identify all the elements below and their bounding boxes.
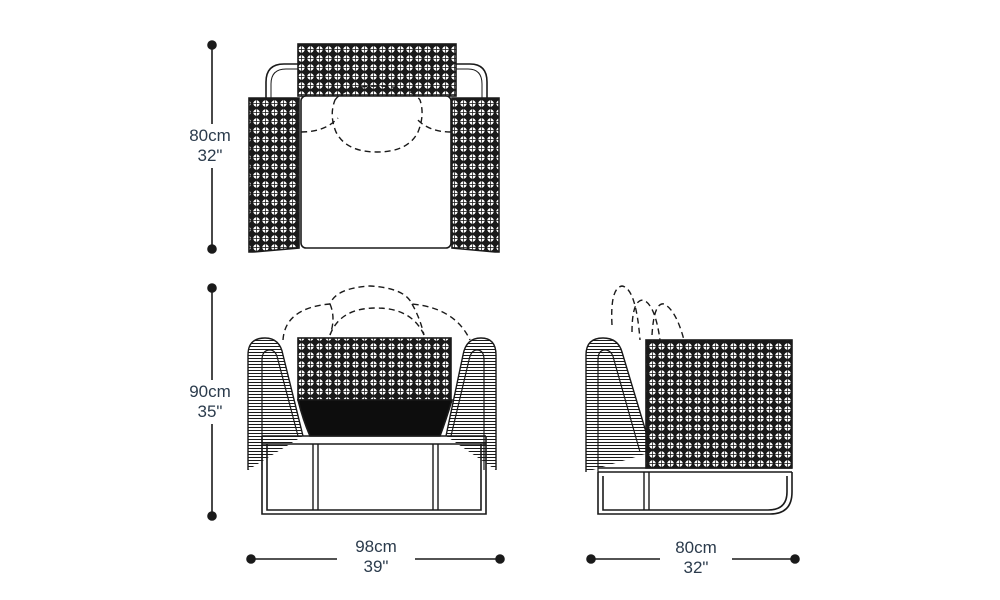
dim-side-depth-imperial: 32" [683,558,709,577]
front-pillow-outline [282,285,471,341]
top-left-arm-weave [248,97,300,253]
dim-label-side-depth: 80cm 32" [660,538,732,578]
top-seat-cushion [300,95,452,249]
dim-width-imperial: 39" [363,557,389,576]
dim-height-metric: 90cm [189,382,231,401]
front-seat-cushion [296,399,454,437]
front-base-frame [261,435,487,515]
dim-label-top-depth: 80cm 32" [180,126,240,166]
dim-width-metric: 98cm [355,537,397,556]
side-arm [585,337,653,472]
side-backrest-weave [645,339,793,469]
dim-top-depth-imperial: 32" [197,146,223,165]
dim-height-imperial: 35" [197,402,223,421]
dim-side-depth-metric: 80cm [675,538,717,557]
dim-top-depth-metric: 80cm [189,126,231,145]
top-right-arm-weave [451,97,500,253]
top-view [248,43,500,253]
front-backrest-weave [297,337,452,401]
front-left-arm [247,337,304,470]
side-view [585,285,793,515]
top-pillow-outline [331,85,423,153]
dim-label-width: 98cm 39" [338,537,414,577]
front-right-arm [445,337,497,470]
dim-label-height: 90cm 35" [180,382,240,422]
top-backrest-weave [297,43,457,97]
front-view [247,285,497,515]
side-pillow-outline [611,285,641,341]
side-base-frame [597,467,793,515]
